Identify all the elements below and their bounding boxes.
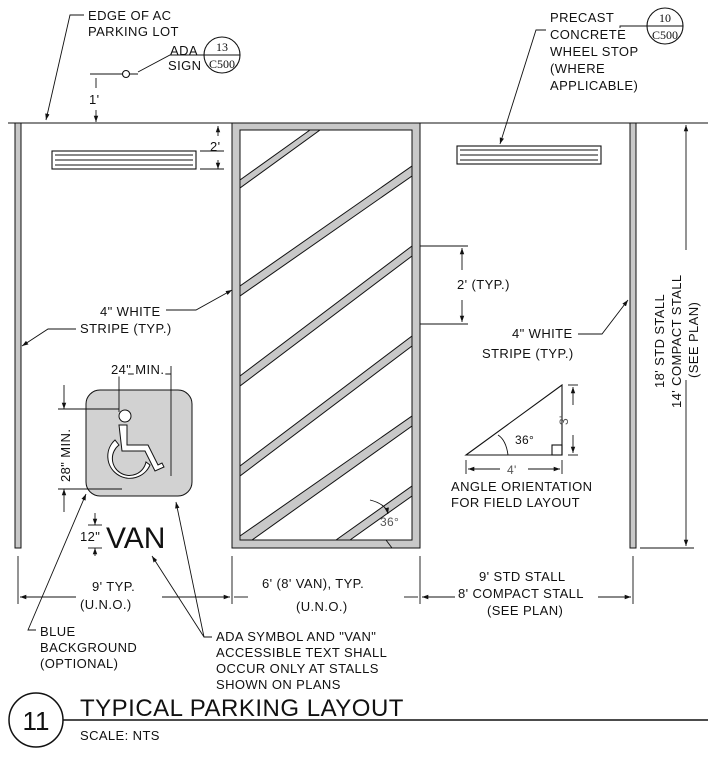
stall-depth-line1: 18' STD STALL <box>652 294 667 388</box>
ada-sign-ref-bubble: 13 C500 <box>203 36 241 74</box>
wheel-stop-right <box>456 145 602 165</box>
dim-9typ-line1: 9' TYP. <box>92 579 135 594</box>
ada-note-leader2 <box>151 555 205 638</box>
stall-depth-line2: 14' COMPACT STALL <box>669 274 684 408</box>
blue-bg-line1: BLUE <box>40 624 76 639</box>
blue-bg-line3: (OPTIONAL) <box>40 656 118 671</box>
dim-9std-line3: (SEE PLAN) <box>487 603 563 618</box>
triangle-angle-label: 36° <box>515 433 534 447</box>
van-text: VAN <box>106 522 165 555</box>
detail-scale: SCALE: NTS <box>80 728 160 743</box>
wheelchair-icon <box>107 409 165 479</box>
dim-6ft-line1: 6' (8' VAN), TYP. <box>262 576 364 591</box>
detail-title: TYPICAL PARKING LAYOUT <box>80 695 404 722</box>
stripe-left-line1: 4" WHITE <box>100 304 161 319</box>
angle-36-label: 36° <box>380 515 399 529</box>
svg-text:10: 10 <box>659 11 671 25</box>
ada-note-line3: OCCUR ONLY AT STALLS <box>216 661 379 676</box>
dim-12-label: 12" <box>80 529 100 544</box>
stall-depth-line3: (SEE PLAN) <box>686 302 701 378</box>
precast-bubble-tie <box>619 25 647 28</box>
stripe-left-leader2 <box>21 328 76 347</box>
stripe-left-line2: STRIPE (TYP.) <box>80 321 172 336</box>
ada-symbol-background <box>85 389 193 497</box>
edge-label-line2: PARKING LOT <box>88 24 179 39</box>
stripe-right-line1: 4" WHITE <box>512 326 573 341</box>
ada-note-line4: SHOWN ON PLANS <box>216 677 341 692</box>
angle-note-line1: ANGLE ORIENTATION <box>451 479 592 494</box>
dim-24-label: 24" MIN. <box>111 362 164 377</box>
precast-leader <box>499 29 546 145</box>
svg-text:C500: C500 <box>652 28 678 42</box>
detail-number: 11 <box>23 706 50 736</box>
precast-line3: WHEEL STOP <box>550 44 639 59</box>
ada-note-line1: ADA SYMBOL AND "VAN" <box>216 629 376 644</box>
angle-tick <box>385 539 393 549</box>
precast-ref-bubble: 10 C500 <box>646 7 684 45</box>
stripe-left-leader1 <box>166 289 233 311</box>
triangle-horizontal-label: 4' <box>507 463 517 477</box>
stripe-left <box>14 122 22 549</box>
dim-2ft-label: 2' <box>210 139 221 154</box>
stripe-right-line2: STRIPE (TYP.) <box>482 346 574 361</box>
dim-6ft-line2: (U.N.O.) <box>296 599 348 614</box>
edge-label-line1: EDGE OF AC <box>88 8 171 23</box>
ada-sign-leader <box>137 54 204 73</box>
precast-line1: PRECAST <box>550 10 614 25</box>
ada-sign-line2: SIGN <box>168 58 201 73</box>
ada-sign-line1: ADA <box>170 43 198 58</box>
stripe-right <box>629 122 637 549</box>
dim-9std-line2: 8' COMPACT STALL <box>458 586 584 601</box>
precast-line4: (WHERE <box>550 61 605 76</box>
ada-note-line2: ACCESSIBLE TEXT SHALL <box>216 645 387 660</box>
ada-note-leader1 <box>175 501 212 638</box>
angle-note-line2: FOR FIELD LAYOUT <box>451 495 580 510</box>
dim-2typ-label: 2' (TYP.) <box>457 277 510 292</box>
angle-triangle <box>464 383 563 456</box>
dim-1ft-label: 1' <box>89 92 100 107</box>
access-aisle-inner <box>239 129 413 541</box>
svg-text:C500: C500 <box>209 57 235 71</box>
triangle-vertical-label: 3' <box>557 415 571 425</box>
blue-bg-leader <box>27 493 87 631</box>
dim-9typ-line2: (U.N.O.) <box>80 597 132 612</box>
title-block: 11 TYPICAL PARKING LAYOUT SCALE: NTS <box>8 692 708 748</box>
blue-bg-line2: BACKGROUND <box>40 640 137 655</box>
precast-line5: APPLICABLE) <box>550 78 638 93</box>
angle-arc <box>369 499 389 515</box>
stripe-right-leader <box>578 299 629 335</box>
dim-28-label: 28" MIN. <box>58 429 73 482</box>
wheel-stop-left <box>51 150 197 170</box>
dim-9std-line1: 9' STD STALL <box>479 569 566 584</box>
precast-line2: CONCRETE <box>550 27 626 42</box>
aisle-hatching <box>240 130 412 540</box>
svg-text:13: 13 <box>216 40 228 54</box>
ada-sign-symbol <box>90 69 138 79</box>
edge-leader <box>45 14 84 121</box>
